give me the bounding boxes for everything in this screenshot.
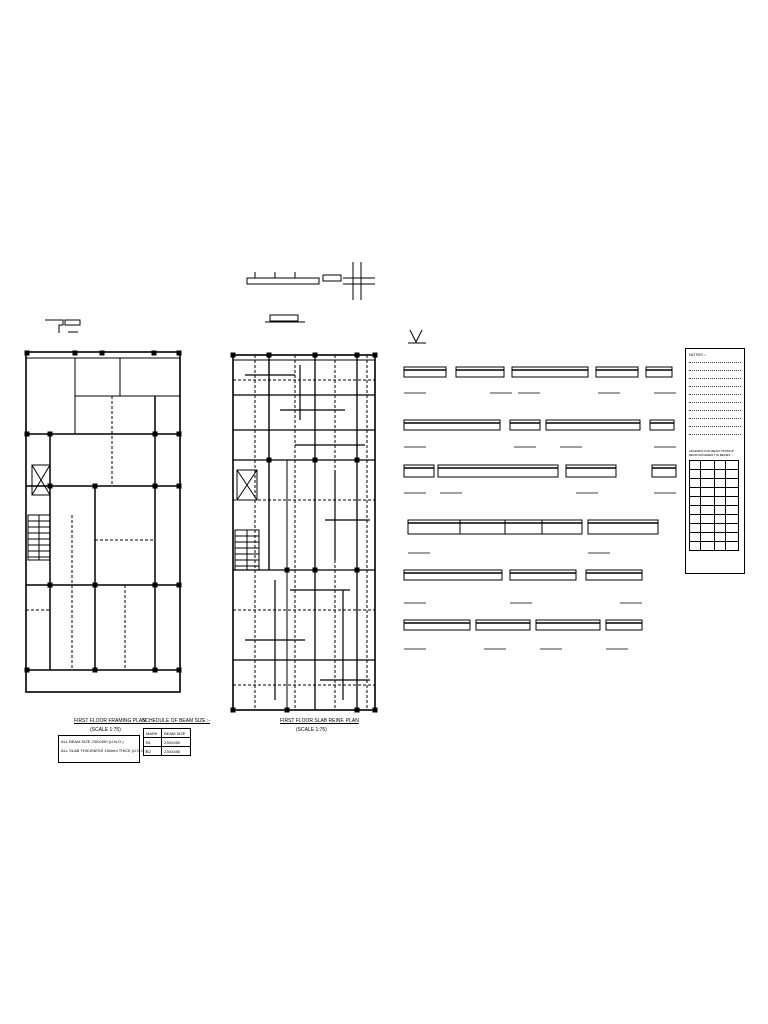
legend-table: [689, 460, 739, 551]
note-line: [689, 394, 741, 397]
header-beam-size: BEAM SIZE: [161, 728, 191, 738]
beam-details-drawing: [403, 329, 677, 650]
note-line: [689, 402, 741, 405]
mark-cell: B1: [142, 737, 163, 747]
framing-plan-scale: (SCALE 1:75): [90, 727, 121, 733]
size-cell: 230X450: [161, 737, 191, 747]
framing-plan-notes-box: ALL BEAM SIZE 230X450 (U.N.O.) ALL SLAB …: [58, 735, 147, 763]
framing-plan-title: FIRST FLOOR FRAMING PLAN: [74, 718, 146, 724]
note-line: [689, 370, 741, 373]
note-line: [689, 362, 741, 365]
note-line: [689, 386, 741, 389]
table-row: B1 230X450: [142, 737, 191, 747]
notes-title: NOTES :-: [689, 352, 707, 357]
slab-reinf-plan-drawing: [230, 262, 378, 713]
framing-note-2: ALL SLAB THICKNESS 150mm THICK (U.N.O.): [61, 748, 147, 753]
beam-schedule-table: MARK BEAM SIZE B1 230X450 B2 230X450: [142, 728, 191, 756]
slab-plan-scale: (SCALE 1:75): [296, 727, 327, 733]
beam-schedule-title: SCHEDULE OF BEAM SIZE :-: [142, 718, 211, 724]
note-line: [689, 434, 741, 437]
framing-plan-drawing: [24, 319, 182, 693]
notes-panel: NOTES :- LEGENDS FOR BEAM STIRRUP REINFO…: [685, 348, 745, 574]
slab-plan-title: FIRST FLOOR SLAB REINF. PLAN: [280, 718, 359, 724]
legend-title: LEGENDS FOR BEAM STIRRUP REINFORCEMENT I…: [689, 449, 734, 457]
header-mark: MARK: [142, 728, 163, 738]
note-line: [689, 418, 741, 421]
note-line: [689, 426, 741, 429]
size-cell: 230X450: [161, 746, 191, 756]
note-line: [689, 410, 741, 413]
table-row: B2 230X450: [142, 746, 191, 756]
note-line: [689, 378, 741, 381]
mark-cell: B2: [142, 746, 163, 756]
table-header-row: MARK BEAM SIZE: [142, 728, 191, 738]
framing-note-1: ALL BEAM SIZE 230X450 (U.N.O.): [61, 739, 124, 744]
